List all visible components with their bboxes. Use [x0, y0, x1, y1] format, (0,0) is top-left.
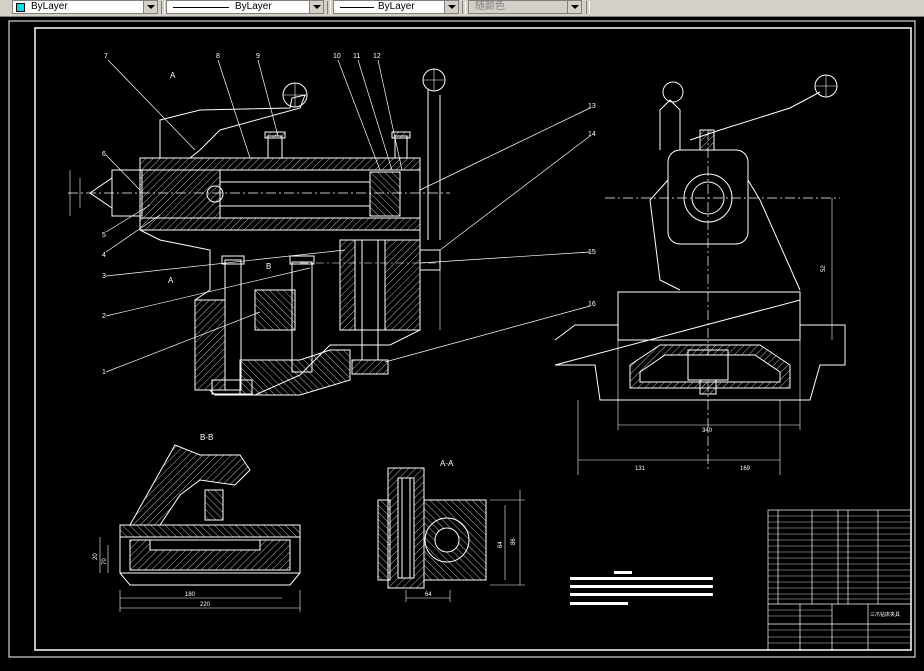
dim-side-bottom-right: 169: [740, 466, 751, 472]
section-markers: A A B B-B A-A: [168, 71, 454, 468]
title-block: [767, 509, 912, 651]
balloon-14: 14: [588, 131, 596, 138]
dim-aa-height-b: 64: [498, 541, 504, 548]
balloon-10: 10: [333, 53, 341, 60]
toolbar-separator: [462, 1, 466, 14]
dim-side-bottom-left: 131: [635, 466, 646, 472]
properties-toolbar: ByLayer ByLayer ByLayer 随颜色: [0, 0, 924, 17]
parts-list-rows: [768, 515, 911, 644]
title-block-company: 三爪钻床夹具: [870, 611, 900, 618]
toolbar-separator: [586, 1, 590, 14]
lineweight-control[interactable]: ByLayer: [333, 0, 459, 14]
balloon-3: 3: [102, 273, 106, 280]
balloon-16: 16: [588, 301, 596, 308]
chevron-down-icon[interactable]: [444, 1, 458, 13]
front-view: [68, 68, 450, 396]
dim-aa-width: 64: [425, 592, 432, 598]
linetype-sample-icon: [173, 7, 229, 8]
chevron-down-icon[interactable]: [309, 1, 323, 13]
toolbar-separator: [327, 1, 331, 14]
section-aa-view: [377, 467, 525, 602]
dim-aa-height-a: 86: [511, 538, 517, 545]
balloon-12: 12: [373, 53, 381, 60]
balloon-7: 7: [104, 53, 108, 60]
balloon-2: 2: [102, 313, 106, 320]
sheet-inner-border: [34, 27, 912, 651]
section-a-top-label: A: [170, 71, 176, 80]
dim-side-height: 52: [821, 265, 827, 272]
section-bb-view: [99, 444, 301, 612]
title-block-text: 三爪钻床夹具: [870, 611, 900, 618]
linetype-control[interactable]: ByLayer: [166, 0, 324, 14]
balloon-6: 6: [102, 151, 106, 158]
dim-bb-inner: 180: [185, 592, 196, 598]
balloon-4: 4: [102, 252, 106, 259]
balloon-1: 1: [102, 369, 106, 376]
dim-bb-height-a: 20: [93, 553, 99, 560]
dim-bb-height-b: 70: [102, 558, 108, 565]
chevron-down-icon[interactable]: [143, 1, 157, 13]
balloon-15: 15: [588, 249, 596, 256]
balloon-leaders: [105, 59, 591, 373]
section-b-label: B: [266, 262, 271, 271]
lineweight-control-value: ByLayer: [378, 1, 415, 12]
dim-side-width: 340: [702, 428, 713, 434]
sheet-outer-border: [8, 20, 916, 658]
section-aa-label: A-A: [440, 459, 454, 468]
plotstyle-control-value: 随颜色: [475, 1, 505, 12]
color-control[interactable]: ByLayer: [12, 0, 158, 14]
balloon-9: 9: [256, 53, 260, 60]
balloon-8: 8: [216, 53, 220, 60]
section-aa-dims: 64 86 64: [425, 538, 517, 598]
cad-drawing: 7 8 9 10 11 12 13 14 15 16 6 5 4 3 2 1 A…: [8, 20, 916, 658]
balloon-11: 11: [353, 53, 360, 60]
toolbar-separator: [161, 1, 165, 14]
side-view: [554, 74, 846, 475]
color-swatch-icon: [16, 3, 25, 12]
balloon-numbers: 7 8 9 10 11 12 13 14 15 16 6 5 4 3 2 1: [102, 53, 596, 376]
balloon-13: 13: [588, 103, 596, 110]
color-control-value: ByLayer: [31, 1, 68, 12]
dim-bb-outer: 220: [200, 602, 211, 608]
lineweight-sample-icon: [340, 7, 374, 8]
section-a-left-label: A: [168, 276, 174, 285]
plotstyle-control[interactable]: 随颜色: [468, 0, 582, 14]
drawing-canvas[interactable]: 7 8 9 10 11 12 13 14 15 16 6 5 4 3 2 1 A…: [0, 17, 924, 666]
balloon-5: 5: [102, 232, 106, 239]
side-view-dims: 52 340 131 169: [635, 265, 827, 472]
section-bb-dims: 180 220 20 70: [93, 553, 211, 608]
technical-notes: [570, 571, 713, 605]
section-bb-label: B-B: [200, 433, 213, 442]
chevron-down-icon[interactable]: [567, 1, 581, 13]
linetype-control-value: ByLayer: [235, 1, 272, 12]
